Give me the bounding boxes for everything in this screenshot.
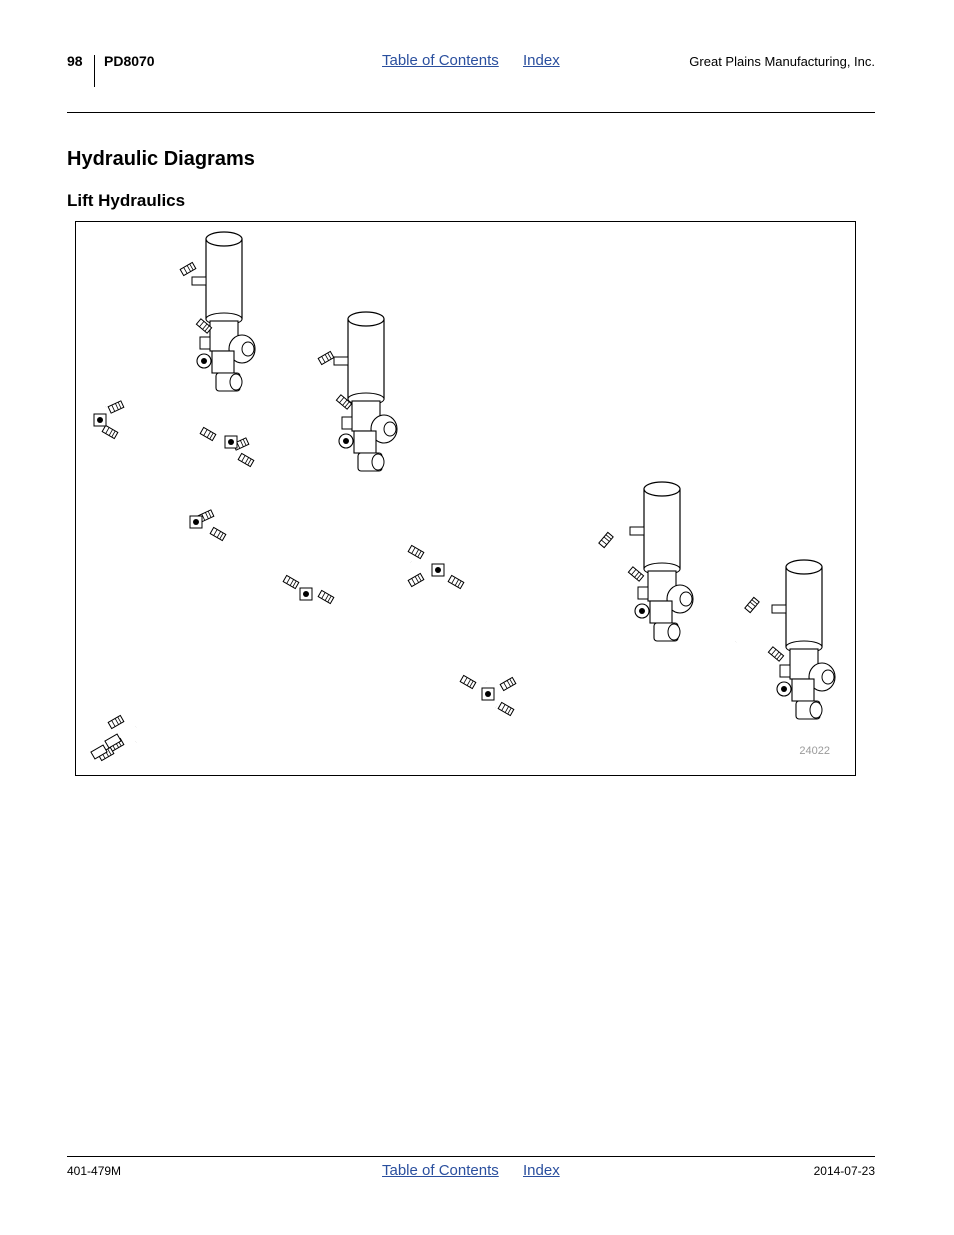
figure-number: 24022 [799,745,830,757]
page-number: 98 [67,53,83,69]
model-name: PD8070 [104,53,155,69]
lift-cylinder [333,311,398,472]
footer-rule [67,1156,875,1157]
subsection-title: Lift Hydraulics [67,191,186,210]
revision-date: 2014-07-23 [813,1164,875,1178]
header-rule [67,112,875,113]
footer-toc-link[interactable]: Table of Contents [382,1162,499,1179]
lift-hydraulics-diagram: 24022 [75,221,856,776]
header-divider [94,55,95,87]
lift-cylinder [191,231,256,392]
quick-couplers [90,733,122,760]
lift-cylinder [629,481,694,642]
company-name: Great Plains Manufacturing, Inc. [689,54,875,69]
lift-cylinder [771,559,836,720]
header-toc-link[interactable]: Table of Contents [382,52,499,69]
document-number: 401-479M [67,1164,122,1178]
section-title: Hydraulic Diagrams [67,148,255,170]
header-index-link[interactable]: Index [523,52,560,69]
hydraulic-hoses [105,270,778,744]
footer-index-link[interactable]: Index [523,1162,560,1179]
hydraulic-diagram-drawing [90,231,836,762]
